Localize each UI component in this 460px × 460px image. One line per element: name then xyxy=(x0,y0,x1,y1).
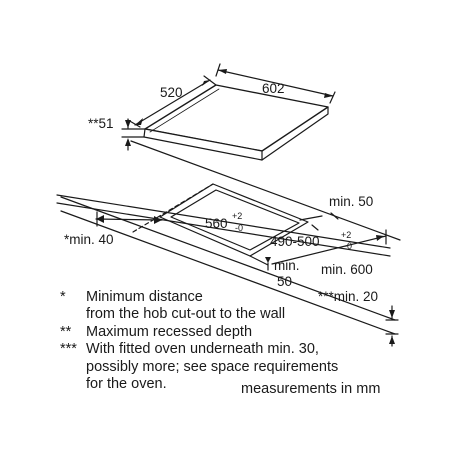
arrowhead xyxy=(154,216,162,224)
worktop-outline xyxy=(56,140,401,335)
dimension-front-min-line xyxy=(249,255,269,271)
footnote-line: Maximum recessed depth xyxy=(86,323,253,340)
label-cutout-width: 560 xyxy=(205,216,228,231)
label-front-min-line2: 50 xyxy=(277,274,292,289)
arrowhead xyxy=(265,257,271,263)
footnote-text: Minimum distance from the hob cut-out to… xyxy=(86,289,455,324)
footnote-marker: * xyxy=(60,289,66,305)
footnote-line: from the hob cut-out to the wall xyxy=(86,306,286,323)
footnote-marker: *** xyxy=(60,341,77,358)
units-note: measurements in mm xyxy=(241,381,381,397)
footnote-text: Maximum recessed depth xyxy=(86,324,455,341)
label-hob-depth: 520 xyxy=(160,85,183,100)
arrowhead xyxy=(324,93,333,98)
hob-outline xyxy=(143,84,329,161)
footnote-line: Minimum distance xyxy=(86,289,203,305)
label-cutout-depth-tol-plus: +2 xyxy=(341,230,351,240)
arrowhead xyxy=(96,215,104,223)
footnotes: * Minimum distance from the hob cut-out … xyxy=(60,289,455,393)
label-worktop-min: min. 600 xyxy=(321,262,373,277)
footnote-line: for the oven. xyxy=(86,376,167,393)
dimension-rear-min-line xyxy=(299,212,339,221)
cutout-outline xyxy=(132,183,309,257)
label-rear-min: min. 50 xyxy=(329,194,373,209)
footnote-marker: ** xyxy=(60,323,72,340)
arrowhead xyxy=(125,138,131,146)
arrowhead xyxy=(125,120,131,128)
label-front-min-line1: min. xyxy=(274,258,300,273)
arrowhead xyxy=(218,69,227,74)
footnote-line: possibly more; see space requirements xyxy=(86,358,339,375)
arrowhead xyxy=(376,235,384,241)
arrowhead xyxy=(389,310,395,318)
label-cutout-width-tol-plus: +2 xyxy=(232,211,242,221)
dimension-cutout-depth-line xyxy=(311,224,319,231)
label-cutout-depth: 490-500 xyxy=(270,234,320,249)
footnote-2: ** Maximum recessed depth xyxy=(60,324,455,341)
arrowhead xyxy=(135,118,143,125)
footnote-3: *** With fitted oven underneath min. 30,… xyxy=(60,341,455,393)
label-recessed-depth: **51 xyxy=(88,116,114,131)
label-cutout-width-tol-minus: -0 xyxy=(235,223,243,233)
dimension-520-line xyxy=(127,75,217,128)
footnote-line: With fitted oven underneath min. 30, xyxy=(86,341,319,358)
label-cutout-depth-tol-minus: -0 xyxy=(344,241,352,251)
label-side-min: *min. 40 xyxy=(64,232,114,247)
label-hob-width: 602 xyxy=(262,81,285,96)
label-thickness-min: ***min. 20 xyxy=(318,289,378,304)
arrowhead xyxy=(202,80,210,86)
arrowhead xyxy=(389,336,395,344)
dimension-worktop-min-line xyxy=(271,229,387,265)
footnote-1: * Minimum distance from the hob cut-out … xyxy=(60,289,455,324)
footnote-text: With fitted oven underneath min. 30, pos… xyxy=(86,341,455,393)
